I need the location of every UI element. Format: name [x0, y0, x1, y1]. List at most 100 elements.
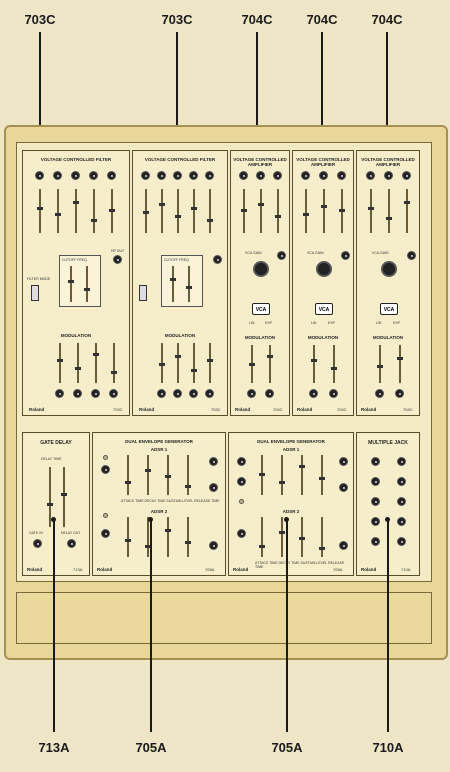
jack[interactable]: [397, 497, 406, 506]
sustain-slider[interactable]: [299, 517, 305, 557]
jack[interactable]: [273, 171, 282, 180]
slider[interactable]: [191, 189, 197, 233]
jack[interactable]: [397, 537, 406, 546]
jack[interactable]: [265, 389, 274, 398]
slider[interactable]: [404, 189, 410, 233]
slider[interactable]: [37, 189, 43, 233]
jack[interactable]: [371, 497, 380, 506]
jack[interactable]: [101, 529, 110, 538]
jack[interactable]: [209, 541, 218, 550]
jack[interactable]: [237, 457, 246, 466]
jack[interactable]: [205, 389, 214, 398]
mod-slider[interactable]: [397, 345, 403, 383]
out-jack[interactable]: [341, 251, 350, 260]
delay-slider[interactable]: [47, 467, 53, 527]
sustain-slider[interactable]: [165, 455, 171, 495]
decay-slider[interactable]: [145, 455, 151, 495]
jack[interactable]: [209, 483, 218, 492]
sustain-slider[interactable]: [299, 455, 305, 495]
res-slider[interactable]: [84, 266, 90, 302]
jack[interactable]: [157, 389, 166, 398]
mod-slider[interactable]: [249, 345, 255, 383]
cutoff-slider[interactable]: [68, 266, 74, 302]
jack[interactable]: [247, 389, 256, 398]
slider[interactable]: [241, 189, 247, 233]
slider[interactable]: [109, 189, 115, 233]
hp-out-jack[interactable]: [113, 255, 122, 264]
slider[interactable]: [159, 189, 165, 233]
slider[interactable]: [55, 189, 61, 233]
jack[interactable]: [53, 171, 62, 180]
jack[interactable]: [55, 389, 64, 398]
vca-gain-knob[interactable]: [316, 261, 332, 277]
mod-slider[interactable]: [175, 343, 181, 383]
delay-slider[interactable]: [61, 467, 67, 527]
res-slider[interactable]: [186, 266, 192, 302]
jack[interactable]: [337, 171, 346, 180]
release-slider[interactable]: [185, 517, 191, 557]
jack[interactable]: [101, 465, 110, 474]
mod-slider[interactable]: [57, 343, 63, 383]
jack[interactable]: [397, 457, 406, 466]
jack[interactable]: [173, 389, 182, 398]
decay-slider[interactable]: [145, 517, 151, 557]
filter-mode-switch[interactable]: [139, 285, 147, 301]
hp-out-jack[interactable]: [213, 255, 222, 264]
slider[interactable]: [175, 189, 181, 233]
mod-slider[interactable]: [75, 343, 81, 383]
mod-slider[interactable]: [331, 345, 337, 383]
slider[interactable]: [386, 189, 392, 233]
jack[interactable]: [371, 537, 380, 546]
jack[interactable]: [375, 389, 384, 398]
slider[interactable]: [339, 189, 345, 233]
mod-slider[interactable]: [159, 343, 165, 383]
vca-gain-knob[interactable]: [381, 261, 397, 277]
jack[interactable]: [91, 389, 100, 398]
jack[interactable]: [73, 389, 82, 398]
cutoff-slider[interactable]: [170, 266, 176, 302]
jack[interactable]: [371, 517, 380, 526]
out-jack[interactable]: [277, 251, 286, 260]
slider[interactable]: [368, 189, 374, 233]
slider[interactable]: [143, 189, 149, 233]
slider[interactable]: [73, 189, 79, 233]
jack[interactable]: [205, 171, 214, 180]
jack[interactable]: [157, 171, 166, 180]
release-slider[interactable]: [319, 517, 325, 557]
decay-slider[interactable]: [279, 517, 285, 557]
jack[interactable]: [339, 483, 348, 492]
filter-mode-switch[interactable]: [31, 285, 39, 301]
jack[interactable]: [71, 171, 80, 180]
mod-slider[interactable]: [267, 345, 273, 383]
jack[interactable]: [309, 389, 318, 398]
sustain-slider[interactable]: [165, 517, 171, 557]
attack-slider[interactable]: [259, 517, 265, 557]
jack[interactable]: [395, 389, 404, 398]
slider[interactable]: [258, 189, 264, 233]
jack[interactable]: [237, 477, 246, 486]
decay-slider[interactable]: [279, 455, 285, 495]
mod-slider[interactable]: [191, 343, 197, 383]
mod-slider[interactable]: [207, 343, 213, 383]
jack[interactable]: [107, 171, 116, 180]
mod-slider[interactable]: [311, 345, 317, 383]
jack[interactable]: [237, 529, 246, 538]
mod-slider[interactable]: [111, 343, 117, 383]
jack[interactable]: [339, 457, 348, 466]
jack[interactable]: [397, 477, 406, 486]
jack[interactable]: [141, 171, 150, 180]
slider[interactable]: [321, 189, 327, 233]
vca-gain-knob[interactable]: [253, 261, 269, 277]
mod-slider[interactable]: [377, 345, 383, 383]
jack[interactable]: [109, 389, 118, 398]
jack[interactable]: [301, 171, 310, 180]
jack[interactable]: [189, 171, 198, 180]
mod-slider[interactable]: [93, 343, 99, 383]
jack[interactable]: [397, 517, 406, 526]
slider[interactable]: [91, 189, 97, 233]
jack[interactable]: [35, 171, 44, 180]
release-slider[interactable]: [185, 455, 191, 495]
jack[interactable]: [384, 171, 393, 180]
slider[interactable]: [207, 189, 213, 233]
jack[interactable]: [329, 389, 338, 398]
